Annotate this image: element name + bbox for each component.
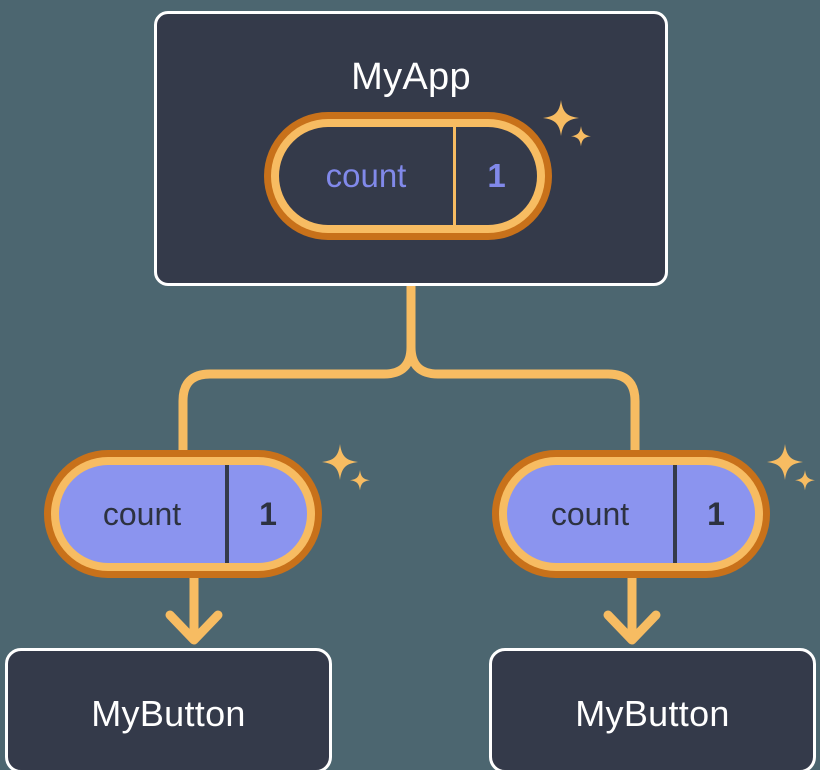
arrow-head-right — [603, 610, 661, 645]
component-card-myapp[interactable]: MyApp — [154, 11, 668, 286]
sparkle-icon-child-right — [763, 442, 819, 503]
arrow-head-left — [165, 610, 223, 645]
state-pill-child-left[interactable]: count 1 — [44, 450, 322, 578]
state-pill-child-right[interactable]: count 1 — [492, 450, 770, 578]
component-label-myapp: MyApp — [351, 56, 471, 98]
state-value-label: 1 — [225, 465, 307, 563]
state-pill-body: count 1 — [507, 465, 755, 563]
state-pill-body: count 1 — [59, 465, 307, 563]
component-card-mybutton-left[interactable]: MyButton — [5, 648, 332, 770]
state-pill-myapp[interactable]: count 1 — [264, 112, 552, 240]
connector-tree-path-right — [406, 342, 640, 455]
component-label-mybutton: MyButton — [575, 693, 730, 734]
connector-tree-path — [178, 281, 416, 455]
state-value-label: 1 — [673, 465, 755, 563]
state-value-label: 1 — [453, 127, 537, 225]
component-label-mybutton: MyButton — [91, 693, 246, 734]
sparkle-icon-child-left — [318, 442, 374, 503]
sparkle-icon-large — [322, 444, 358, 480]
state-pill-ring: count 1 — [271, 119, 545, 233]
state-key-label: count — [325, 157, 407, 194]
sparkle-icon-small — [350, 470, 370, 491]
state-pill-body: count 1 — [279, 127, 537, 225]
sparkle-icon-large — [767, 444, 803, 480]
state-pill-ring: count 1 — [499, 457, 763, 571]
state-key-label: count — [102, 495, 182, 532]
component-card-mybutton-right[interactable]: MyButton — [489, 648, 816, 770]
sparkle-icon-small — [795, 470, 815, 491]
state-pill-ring: count 1 — [51, 457, 315, 571]
state-key-label: count — [550, 495, 630, 532]
